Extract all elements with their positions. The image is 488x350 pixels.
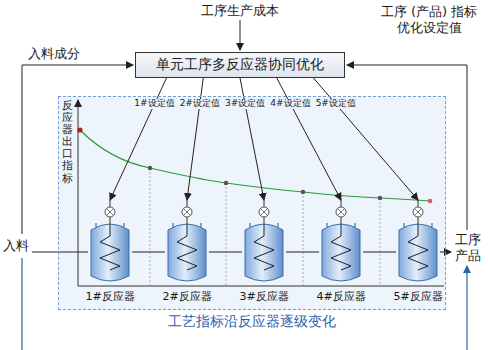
- optimizer-box: 单元工序多反应器协同优化: [135, 52, 345, 78]
- reactor-drawing: [88, 200, 132, 286]
- blue-line-right: [466, 266, 467, 350]
- reactor-vessel: 5#反应器: [396, 200, 440, 304]
- product-label: 工序产品: [455, 232, 483, 263]
- connector: [132, 252, 165, 253]
- reactor-label: 5#反应器: [393, 289, 442, 304]
- blue-line-left: [21, 258, 22, 350]
- reactor-region: 工艺指标沿反应器逐级变化1#反应器2#反应器3#反应器4#反应器5#反应器: [58, 96, 446, 310]
- curve-dots: [77, 127, 432, 203]
- reactor-vessel: 3#反应器: [242, 200, 286, 304]
- reactor-drawing: [242, 200, 286, 286]
- feed-line: [32, 252, 88, 253]
- reactor-drawing: [396, 200, 440, 286]
- connector: [363, 252, 396, 253]
- setpoint-label: 4#设定值: [269, 99, 311, 109]
- x-axis: [78, 286, 444, 287]
- cost-label: 工序生产成本: [190, 3, 290, 19]
- reactor-label: 1#反应器: [85, 289, 134, 304]
- setpoint-label: 5#设定值: [315, 99, 357, 109]
- axis-label: 反应器出口指标: [62, 100, 73, 185]
- reactor-vessel: 1#反应器: [88, 200, 132, 304]
- connector: [209, 252, 242, 253]
- setpoint-label: 2#设定值: [179, 99, 221, 109]
- reactor-label: 2#反应器: [162, 289, 211, 304]
- reactor-label: 4#反应器: [316, 289, 365, 304]
- feed-label: 入料: [3, 238, 29, 254]
- reactor-vessel: 4#反应器: [319, 200, 363, 304]
- guide-lines: [150, 168, 380, 286]
- reactor-drawing: [165, 200, 209, 286]
- setpoint-label: 3#设定值: [224, 99, 266, 109]
- setpoint-label: 1#设定值: [133, 99, 175, 109]
- region-fill: [58, 96, 446, 310]
- feed-composition-line: [22, 65, 133, 234]
- region-caption: 工艺指标沿反应器逐级变化: [59, 313, 445, 331]
- reactor-drawing: [319, 200, 363, 286]
- index-curve: [80, 130, 430, 201]
- cost-arrow: [240, 20, 241, 50]
- target-label: 工序 (产品) 指标 优化设定值: [372, 4, 486, 35]
- connector: [286, 252, 319, 253]
- product-feedback-line: [347, 65, 467, 230]
- box-text: 单元工序多反应器协同优化: [156, 56, 324, 74]
- reactor-vessel: 2#反应器: [165, 200, 209, 304]
- reactor-label: 3#反应器: [239, 289, 288, 304]
- y-axis: [78, 100, 79, 286]
- feed-composition-label: 入料成分: [28, 46, 80, 62]
